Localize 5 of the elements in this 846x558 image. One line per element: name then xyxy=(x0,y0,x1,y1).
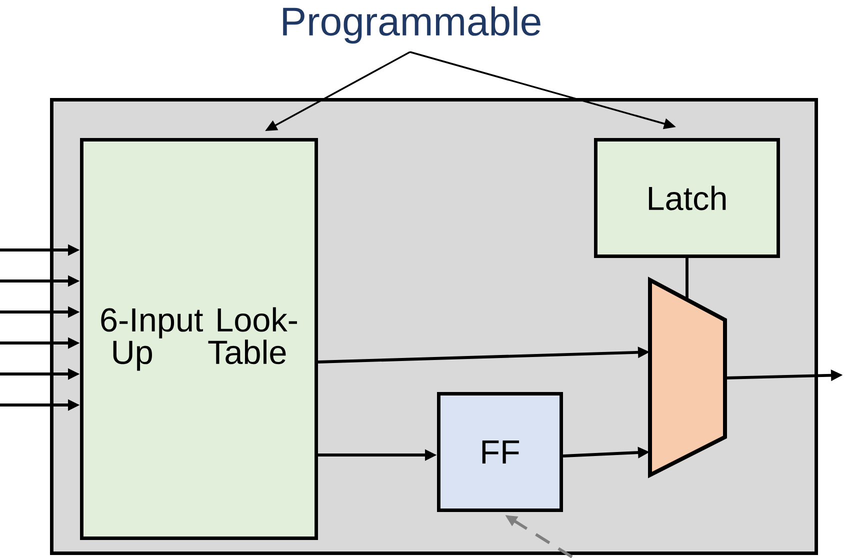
connector-line xyxy=(686,258,688,301)
lut-box: 6-Input Look-Up Table xyxy=(80,138,318,540)
flip-flop-box: FF xyxy=(437,392,563,512)
latch-box: Latch xyxy=(594,138,780,258)
heading-text: Programmable xyxy=(283,6,540,44)
